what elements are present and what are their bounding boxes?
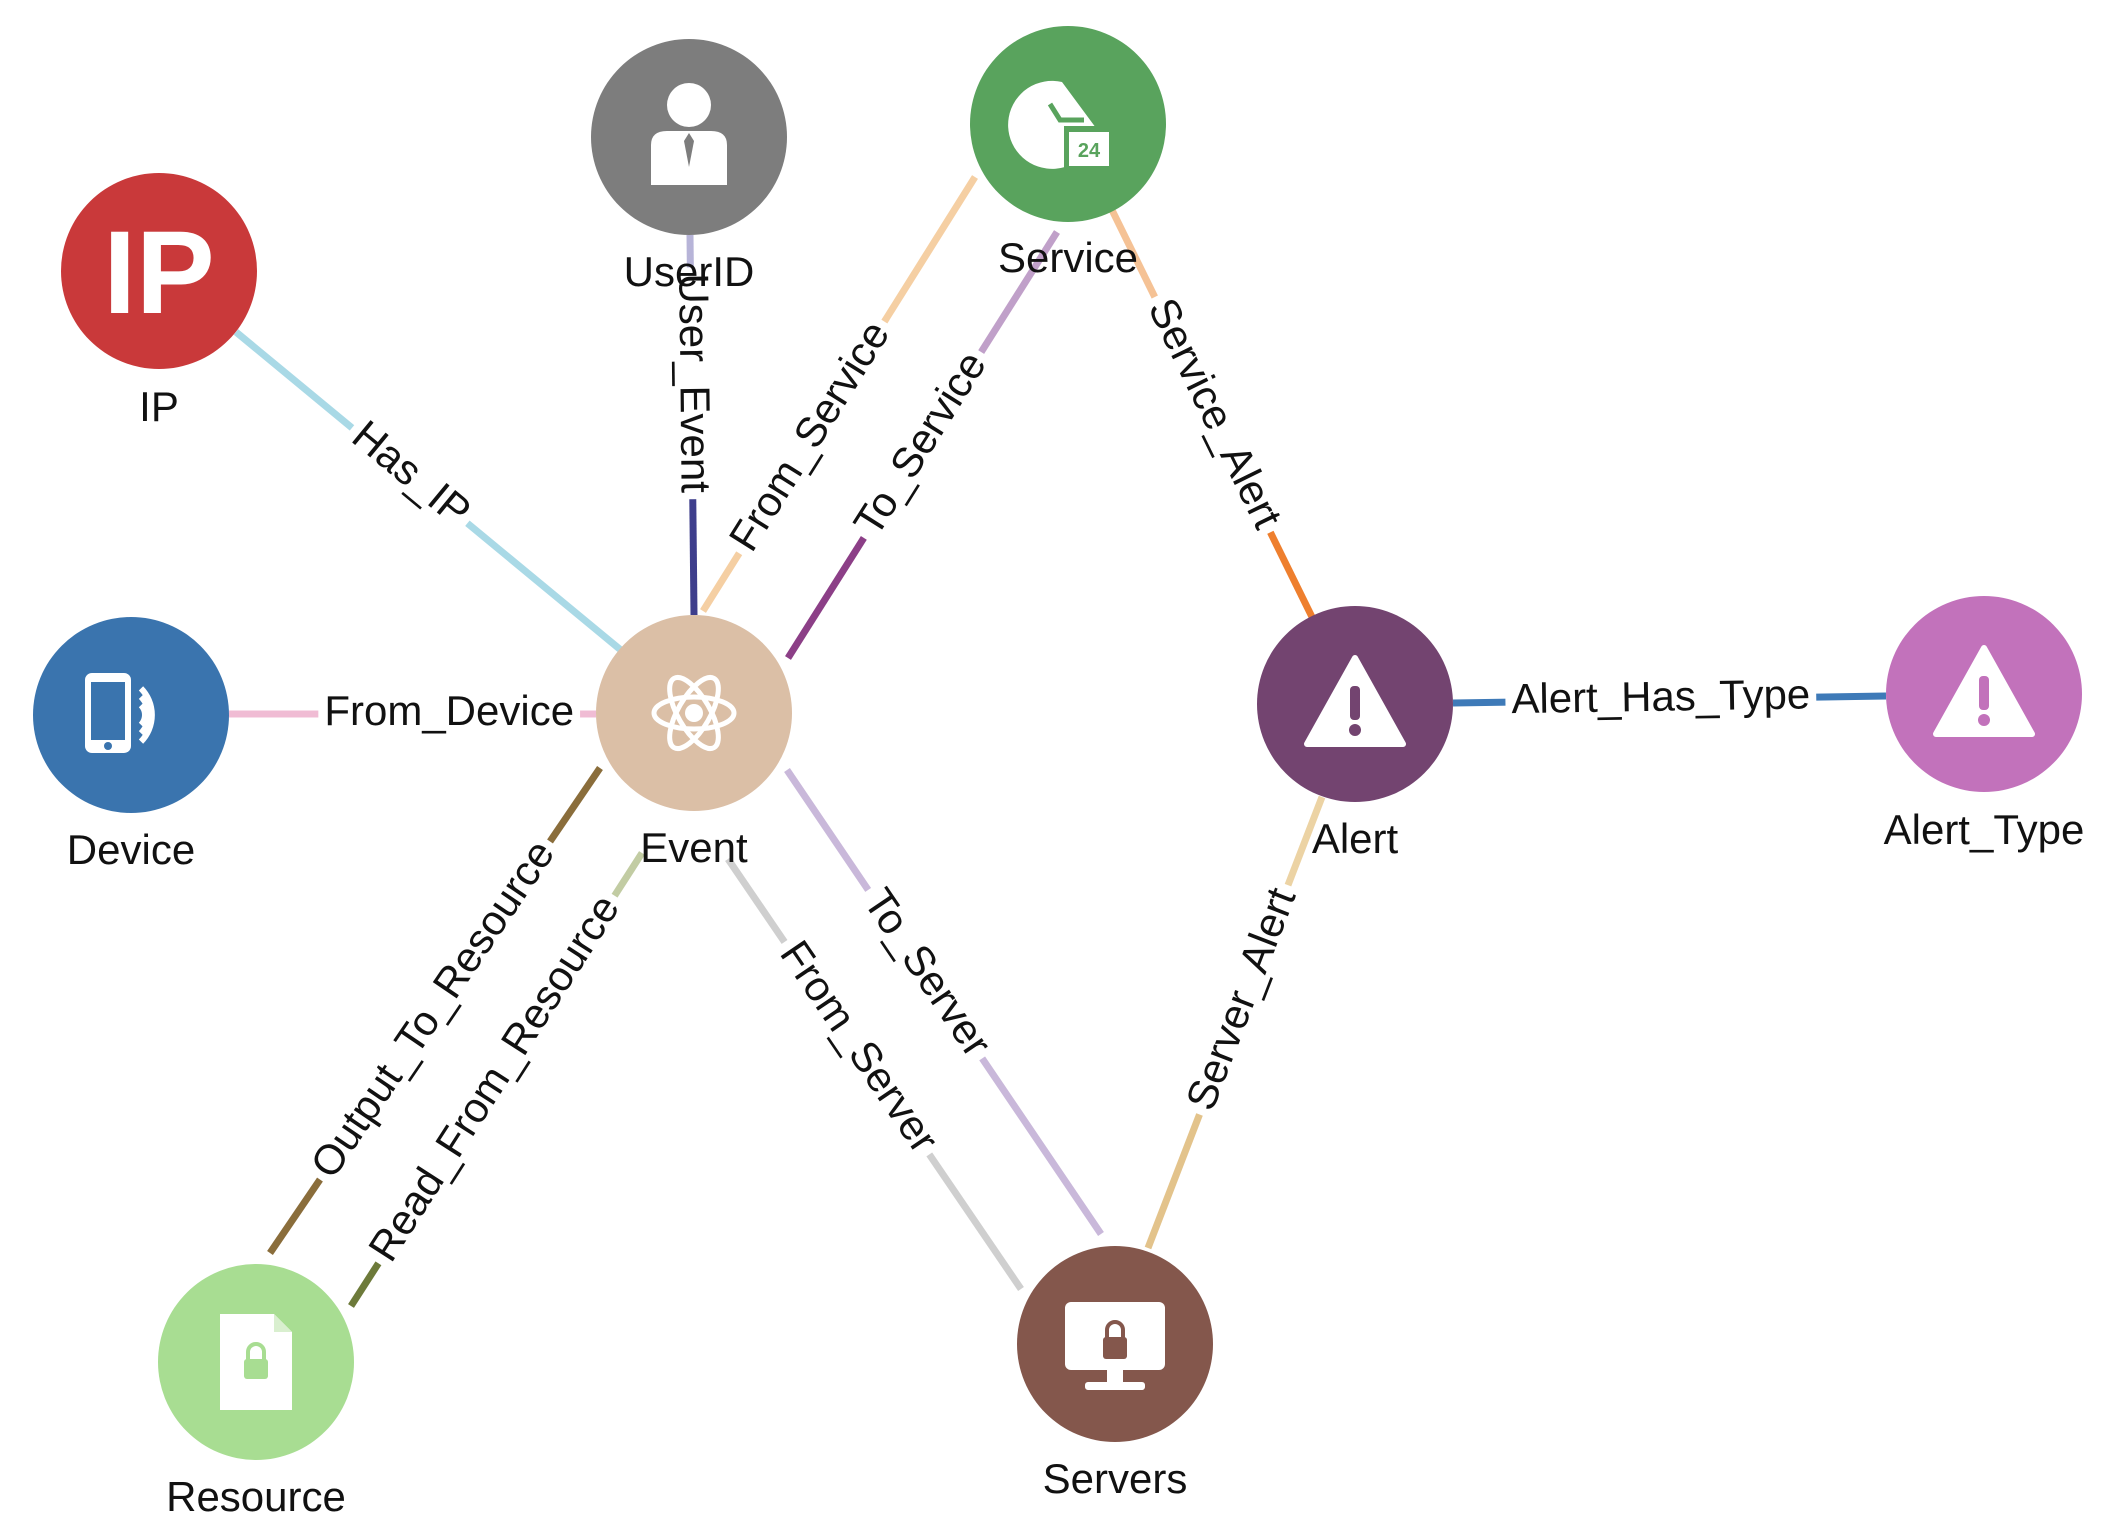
node-label: Servers [1043, 1455, 1188, 1502]
edge-label-background [771, 929, 949, 1164]
edge-label-background [854, 877, 1002, 1068]
locked-file-icon [220, 1314, 292, 1410]
edge-label-background [301, 828, 564, 1189]
edge-label: Server_Alert [1177, 881, 1305, 1116]
node-ip[interactable]: IP IP [61, 173, 257, 430]
node-userid[interactable]: UserID [591, 39, 787, 295]
edge-has-ip[interactable]: Has_IP [233, 329, 625, 654]
edge-label-group: Service_Alert [1139, 286, 1292, 540]
locked-monitor-icon [1065, 1302, 1165, 1390]
node-label: UserID [624, 248, 755, 295]
edge-label-background [844, 339, 995, 547]
edge-label-background [341, 410, 483, 536]
edge-label-group: Server_Alert [1177, 876, 1305, 1121]
node-alert[interactable]: Alert [1257, 606, 1453, 862]
node-label: Resource [166, 1473, 346, 1520]
node-label: Service [998, 234, 1138, 281]
edge-label-background [318, 691, 581, 731]
user-icon [651, 83, 727, 185]
edge-server-alert[interactable]: Server_Alert [1144, 795, 1326, 1250]
node-label: Alert [1312, 815, 1399, 862]
edge-label-background [1178, 876, 1304, 1121]
edge-alert-has-type[interactable]: Alert_Has_Type [1452, 670, 1887, 722]
service-24h-icon: 24 [1008, 80, 1114, 172]
warning-icon [1933, 645, 2035, 737]
mobile-signal-icon [85, 673, 155, 753]
edge-label-background [719, 309, 899, 562]
atom-icon [651, 674, 737, 752]
edge-label-background [674, 267, 716, 500]
svg-text:IP: IP [103, 207, 215, 339]
node-circle [61, 173, 257, 369]
node-device[interactable]: Device [33, 617, 229, 873]
edge-label-background [359, 883, 629, 1272]
edge-service-alert[interactable]: Service_Alert [1108, 208, 1317, 621]
ip-text-icon: IP [103, 207, 215, 339]
edge-label-group: Alert_Has_Type [1505, 670, 1817, 722]
node-servers[interactable]: Servers [1017, 1246, 1213, 1502]
edge-label-group: Has_IP [341, 410, 483, 536]
edge-label: From_Device [324, 687, 574, 734]
edge-from-device[interactable]: From_Device [229, 687, 596, 734]
edge-label: Service_Alert [1139, 291, 1291, 536]
edge-label-background [1505, 674, 1817, 719]
node-label: Event [640, 824, 748, 871]
edge-label-background [1140, 286, 1291, 540]
node-alert-type[interactable]: Alert_Type [1884, 596, 2085, 853]
edge-label-group: User_Event [670, 267, 720, 500]
svg-text:24: 24 [1078, 140, 1101, 162]
edge-label-group: From_Device [318, 687, 581, 734]
node-event[interactable]: Event [596, 615, 792, 871]
node-label: Alert_Type [1884, 806, 2085, 853]
edge-label: Alert_Has_Type [1511, 670, 1811, 722]
edge-user-event[interactable]: User_Event [670, 234, 720, 616]
node-resource[interactable]: Resource [158, 1264, 354, 1520]
warning-icon [1304, 655, 1406, 747]
node-label: IP [139, 383, 179, 430]
node-label: Device [67, 826, 195, 873]
edge-label: User_Event [670, 273, 719, 493]
edge-label: Has_IP [344, 411, 480, 535]
